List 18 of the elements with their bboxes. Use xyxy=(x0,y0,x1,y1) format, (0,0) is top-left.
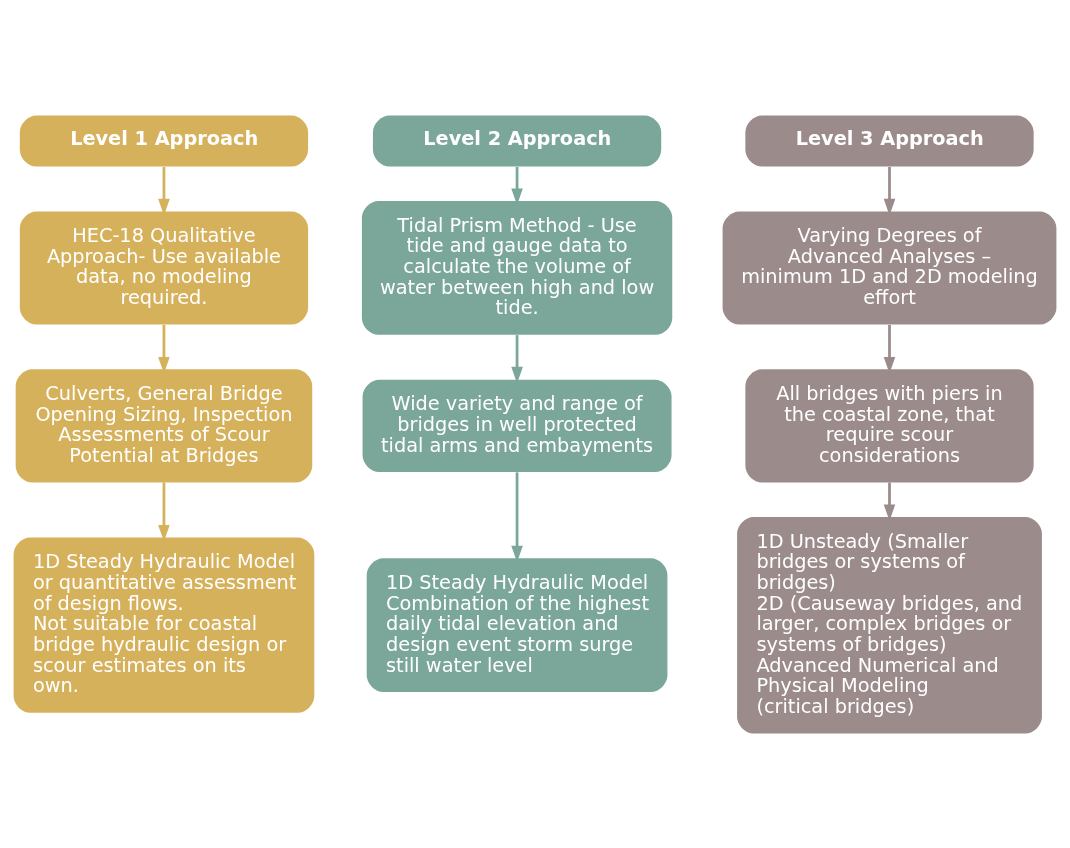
node-box: All bridges with piers in the coastal zone, that require scour considerations xyxy=(745,368,1034,482)
arrow xyxy=(511,471,523,562)
node-box: 1D Unsteady (Smaller bridges or systems of bridges) 2D (Causeway bridges, and larger, complex bridges or systems of bridges) Advanced Numerical and Physical Modeling (critical bridges) xyxy=(737,516,1042,733)
node-box: Wide variety and range of bridges in well protected tidal arms and embayments xyxy=(362,379,672,472)
arrow xyxy=(158,166,170,215)
node-box: 1D Steady Hydraulic Model Combination of the highest daily tidal elevation and design event storm surge still water level xyxy=(366,557,668,692)
node-box: Level 3 Approach xyxy=(745,115,1034,167)
node-box: 1D Steady Hydraulic Model or quantitative assessment of design flows. Not suitable for coastal bridge hydraulic design or scour estimates on its own. xyxy=(13,537,315,713)
arrow xyxy=(511,334,523,383)
arrow xyxy=(883,166,896,215)
node-box: Varying Degrees of Advanced Analyses – minimum 1D and 2D modeling effort xyxy=(722,210,1057,324)
node-box: Level 2 Approach xyxy=(372,115,662,167)
node-box: HEC-18 Qualitative Approach- Use available data, no modeling required. xyxy=(19,210,309,324)
node-box: Tidal Prism Method - Use tide and gauge data to calculate the volume of water between high and low tide. xyxy=(361,200,673,335)
arrow xyxy=(158,324,170,373)
node-box: Level 1 Approach xyxy=(19,115,309,167)
arrow xyxy=(883,324,896,373)
node-box: Culverts, General Bridge Opening Sizing, Inspection Assessments of Scour Potential at Bridges xyxy=(15,368,313,482)
